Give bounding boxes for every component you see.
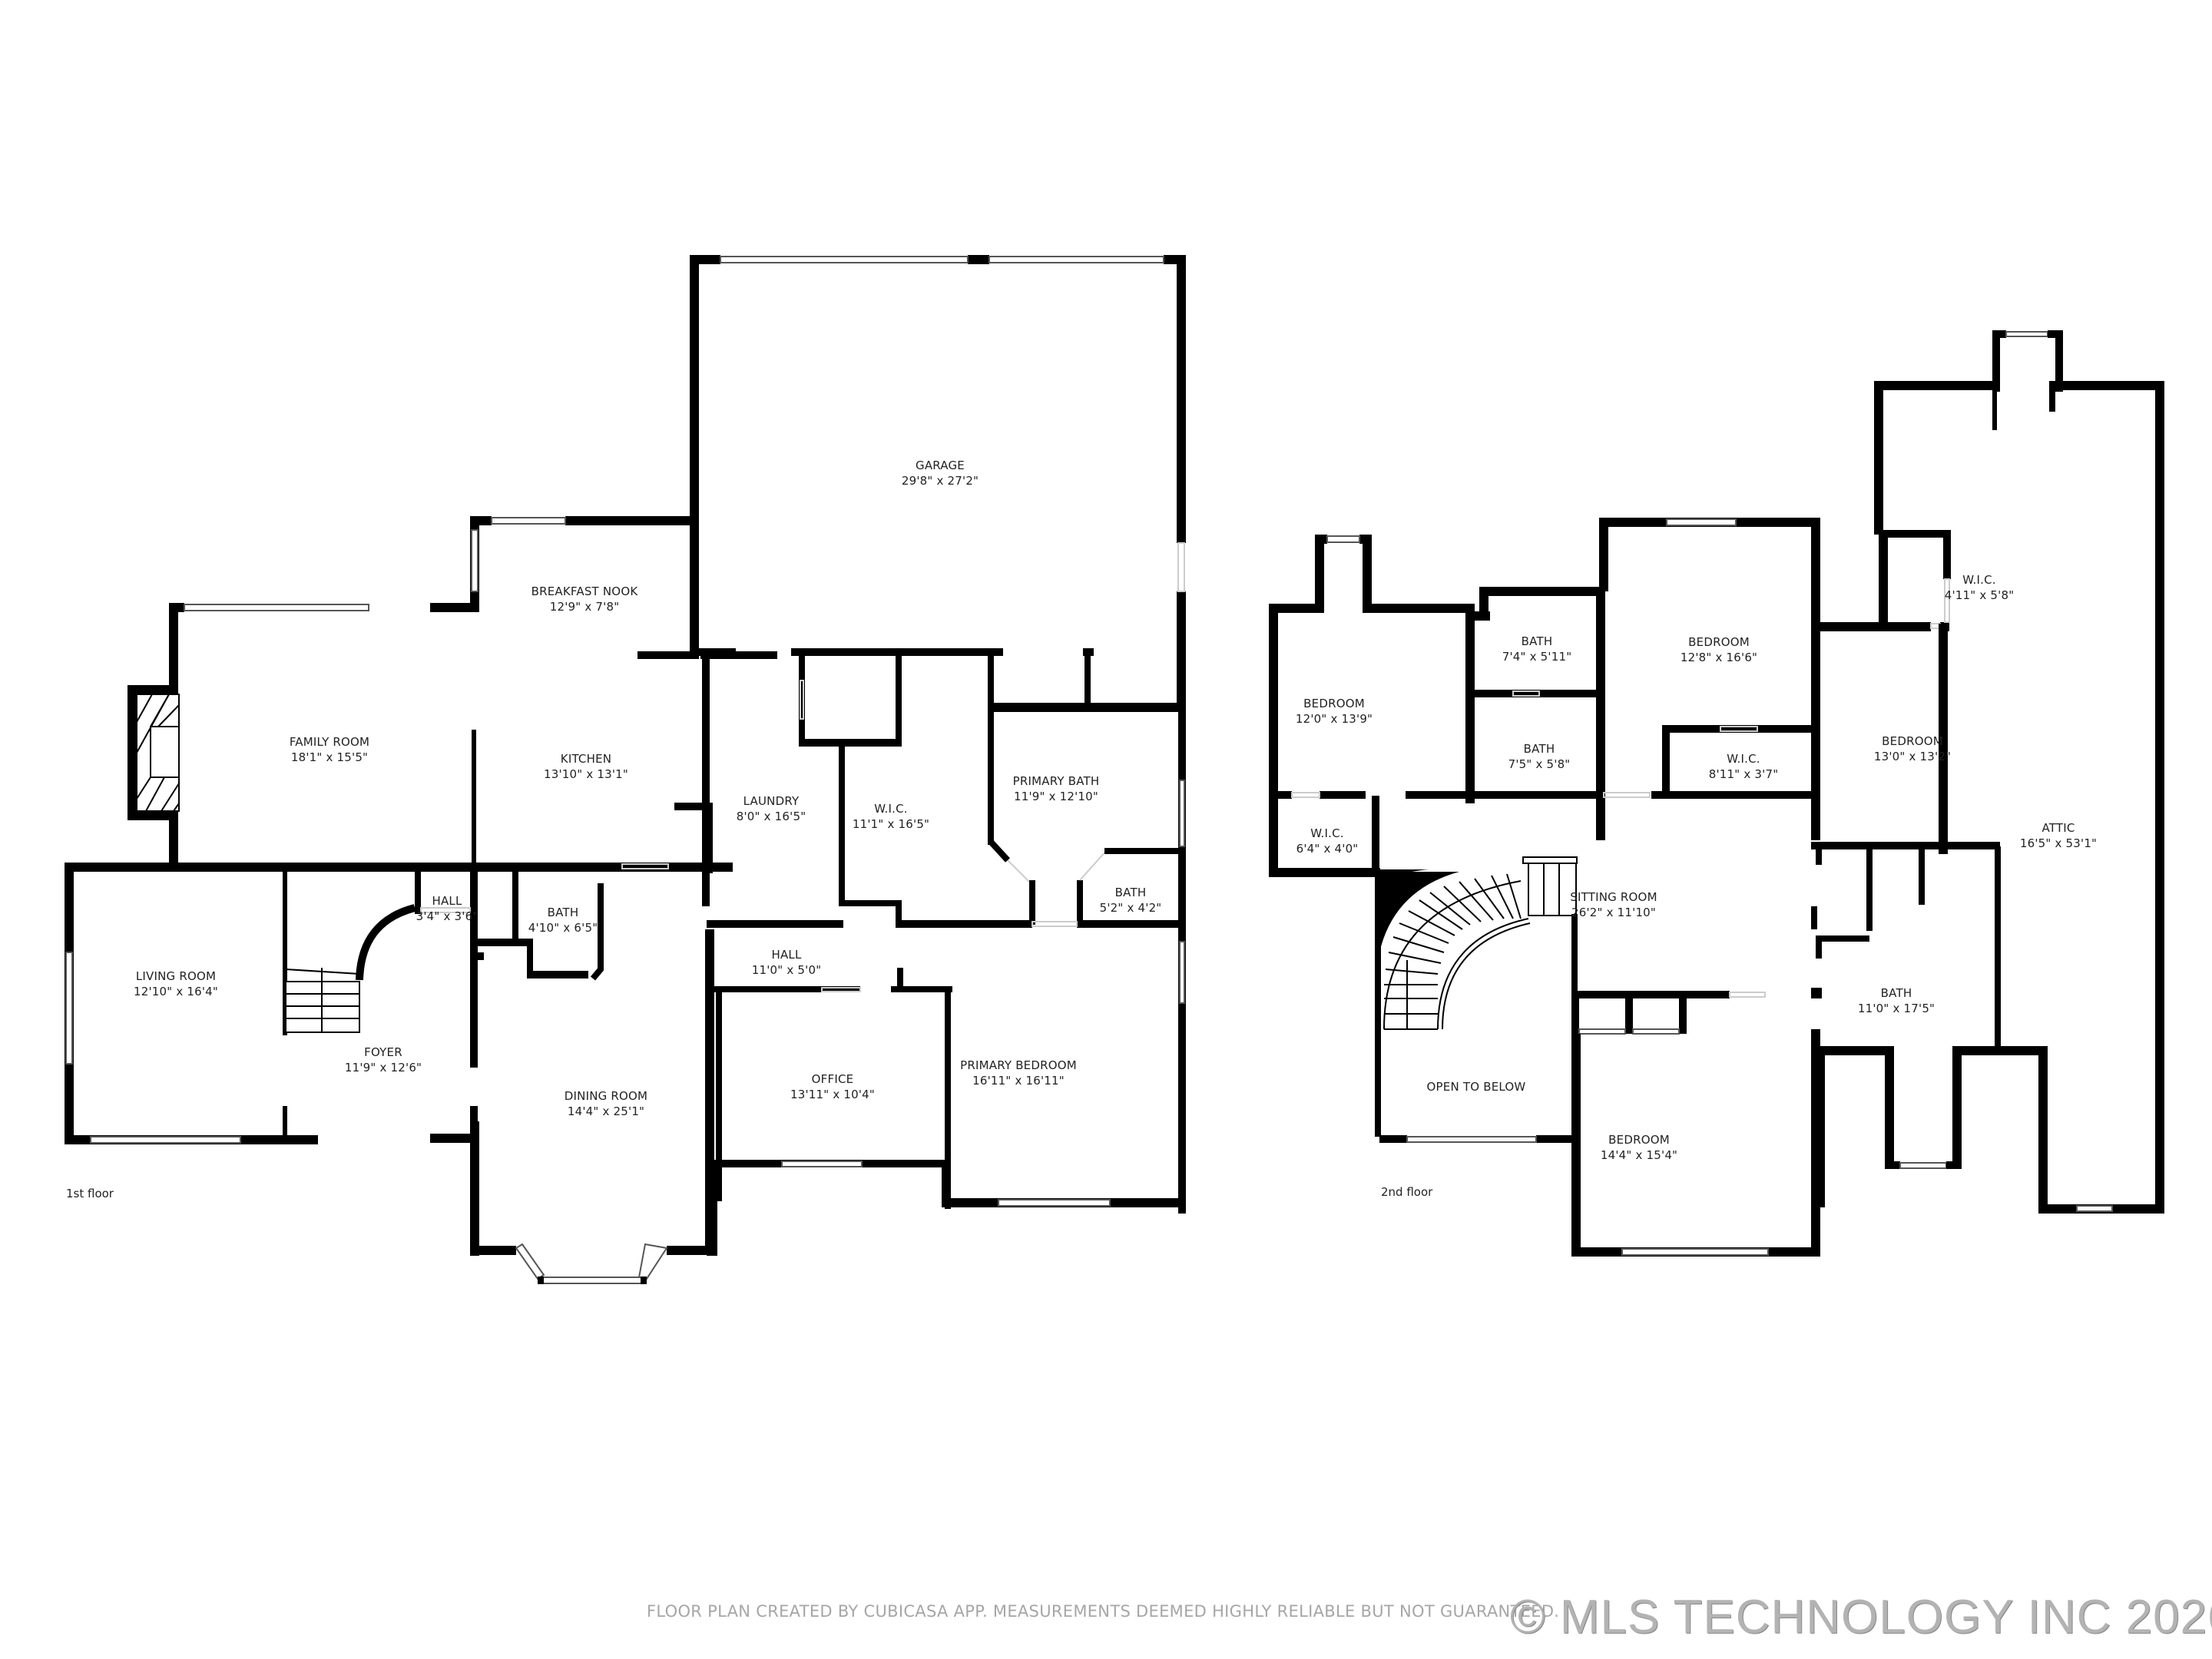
disclaimer-text: FLOOR PLAN CREATED BY CUBICASA APP. MEAS… xyxy=(647,1602,1560,1621)
room-label-wic: W.I.C.11'1" x 16'5" xyxy=(852,802,930,831)
copyright-watermark: © MLS TECHNOLOGY INC 2026 xyxy=(1510,1591,2212,1644)
second-floor-walls xyxy=(1269,330,2164,1257)
room-label-wic-left: W.I.C.6'4" x 4'0" xyxy=(1296,826,1359,856)
floor-label-1st: 1st floor xyxy=(66,1187,114,1200)
room-label-open-to-below: OPEN TO BELOW xyxy=(1426,1080,1526,1094)
room-label-wic-middle: W.I.C.8'11" x 3'7" xyxy=(1708,752,1779,781)
room-label-wic-attic: W.I.C.4'11" x 5'8" xyxy=(1944,573,2015,602)
first-floor-walls xyxy=(65,255,1186,1284)
floor-label-2nd: 2nd floor xyxy=(1381,1185,1433,1199)
